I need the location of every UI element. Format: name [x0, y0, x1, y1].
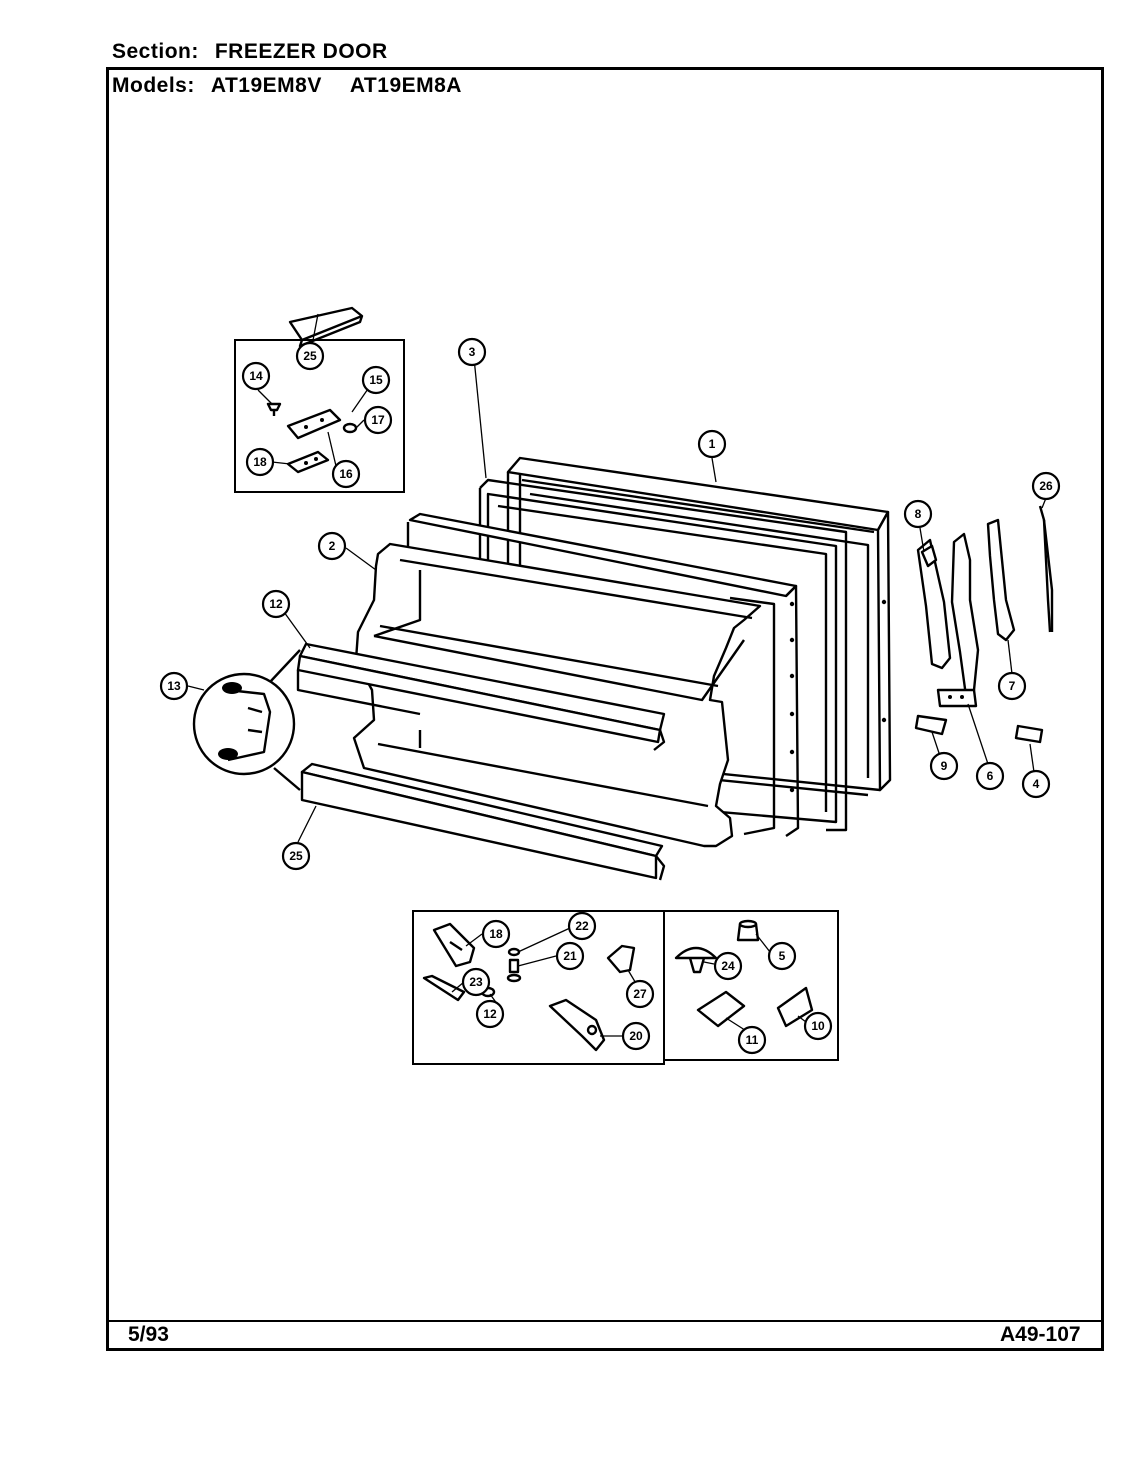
svg-text:26: 26	[1039, 479, 1053, 493]
callout-15: 15	[361, 365, 391, 395]
callout-10: 10	[803, 1011, 833, 1041]
lower-shelf-bar	[300, 762, 666, 881]
svg-text:24: 24	[721, 959, 735, 973]
callout-27: 27	[625, 979, 655, 1009]
callout-22: 22	[567, 911, 597, 941]
svg-text:12: 12	[483, 1007, 497, 1021]
section-label: Section:	[112, 40, 199, 63]
svg-text:13: 13	[167, 679, 181, 693]
inset-handle-parts	[412, 910, 839, 1065]
footer-divider	[106, 1320, 1104, 1322]
inset-shelf-bracket	[234, 306, 405, 493]
svg-text:11: 11	[746, 1033, 759, 1047]
section-header: Section: FREEZER DOOR	[112, 40, 388, 64]
callout-21: 21	[555, 941, 585, 971]
svg-text:18: 18	[489, 927, 503, 941]
svg-text:15: 15	[369, 373, 383, 387]
callout-11: 11	[737, 1025, 767, 1055]
models-label: Models:	[112, 74, 195, 97]
callout-2: 2	[317, 531, 347, 561]
svg-text:10: 10	[811, 1019, 825, 1033]
svg-text:25: 25	[289, 849, 303, 863]
callout-12: 12	[475, 999, 505, 1029]
callout-26: 26	[1031, 471, 1061, 501]
svg-text:23: 23	[469, 975, 483, 989]
callout-18: 18	[245, 447, 275, 477]
callout-4: 4	[1021, 769, 1051, 799]
upper-shelf-bar	[296, 642, 666, 751]
models-header: Models: AT19EM8V AT19EM8A	[112, 74, 462, 98]
svg-text:17: 17	[371, 413, 385, 427]
svg-text:22: 22	[575, 919, 589, 933]
callout-7: 7	[997, 671, 1027, 701]
svg-text:14: 14	[249, 369, 263, 383]
callout-6: 6	[975, 761, 1005, 791]
callout-16: 16	[331, 459, 361, 489]
model-number: AT19EM8V	[210, 74, 322, 97]
footer-code: A49-107	[1000, 1323, 1081, 1346]
callout-24: 24	[713, 951, 743, 981]
svg-text:7: 7	[1009, 679, 1016, 693]
model-number: AT19EM8A	[349, 74, 462, 97]
callout-20: 20	[621, 1021, 651, 1051]
svg-text:1: 1	[709, 437, 716, 451]
svg-text:2: 2	[329, 539, 336, 553]
callout-8: 8	[903, 499, 933, 529]
svg-text:25: 25	[303, 349, 317, 363]
svg-text:6: 6	[987, 769, 994, 783]
callout-23: 23	[461, 967, 491, 997]
hinge-parts	[914, 505, 1054, 744]
svg-text:16: 16	[339, 467, 353, 481]
svg-text:4: 4	[1033, 777, 1040, 791]
callout-12: 12	[261, 589, 291, 619]
drawing-frame	[106, 67, 1104, 1351]
callout-9: 9	[929, 751, 959, 781]
callout-14: 14	[241, 361, 271, 391]
svg-text:27: 27	[633, 987, 647, 1001]
svg-text:9: 9	[941, 759, 948, 773]
svg-text:3: 3	[469, 345, 476, 359]
callout-1: 1	[697, 429, 727, 459]
svg-text:5: 5	[779, 949, 786, 963]
callout-25: 25	[295, 341, 325, 371]
section-value: FREEZER DOOR	[214, 40, 388, 63]
svg-text:8: 8	[915, 507, 922, 521]
leader-lines	[187, 313, 1047, 1037]
svg-text:12: 12	[269, 597, 283, 611]
svg-text:18: 18	[253, 455, 267, 469]
callout-5: 5	[767, 941, 797, 971]
svg-text:20: 20	[629, 1029, 643, 1043]
callout-17: 17	[363, 405, 393, 435]
callout-3: 3	[457, 337, 487, 367]
detail-magnifier	[192, 649, 301, 791]
callout-25: 25	[281, 841, 311, 871]
callout-13: 13	[159, 671, 189, 701]
svg-text:21: 21	[563, 949, 577, 963]
callout-18: 18	[481, 919, 511, 949]
footer-date: 5/93	[128, 1323, 169, 1346]
